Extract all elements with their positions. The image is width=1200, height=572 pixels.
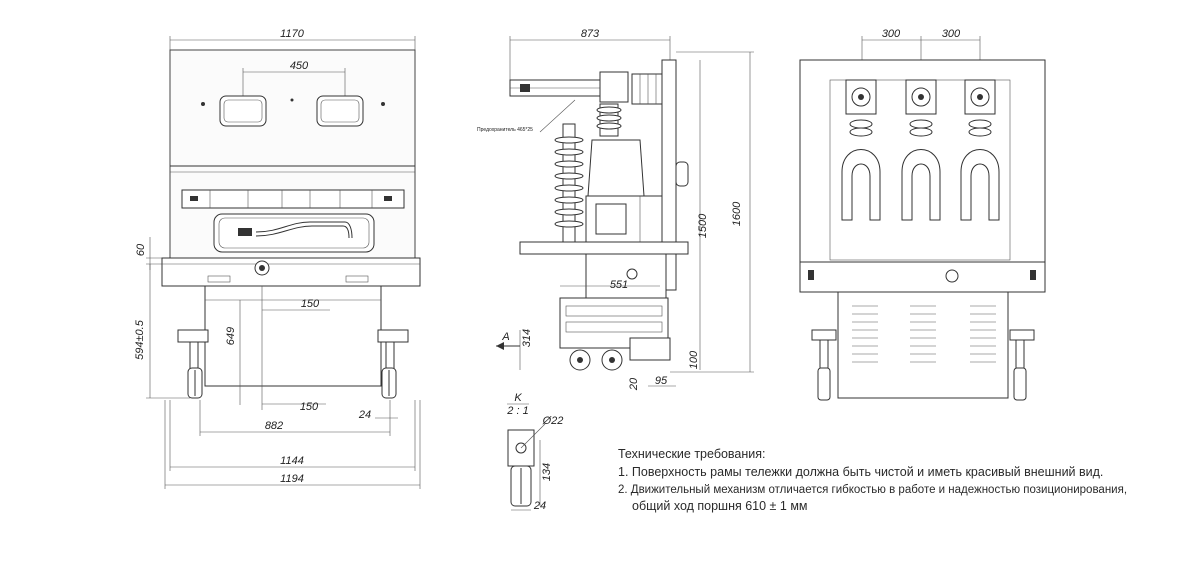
- view-arrow-label: A: [501, 331, 509, 343]
- dim-95: 95: [655, 375, 668, 387]
- wheel-right: [377, 329, 409, 399]
- dim-594: 594±0.5: [134, 319, 146, 360]
- dim-1500: 1500: [697, 213, 709, 238]
- contact-box: [631, 73, 663, 105]
- notes-heading: Технические требования:: [618, 447, 766, 461]
- dim-1600: 1600: [731, 201, 743, 226]
- inspection-window-right: [316, 95, 364, 127]
- phase-a: [841, 79, 881, 221]
- detail-view-k: K 2 : 1 Ø22 134 24: [506, 392, 563, 512]
- dim-phase-left: 300: [882, 28, 901, 40]
- dim-450: 450: [290, 60, 309, 72]
- dim-diameter: Ø22: [542, 415, 564, 427]
- dim-150-lower: 150: [300, 401, 319, 413]
- dim-60: 60: [135, 243, 147, 256]
- side-view: 873 Предохранитель 465*25: [477, 28, 754, 391]
- dim-detail-24: 24: [533, 500, 546, 512]
- label-strip: [181, 189, 405, 209]
- inspection-window-left: [219, 95, 267, 127]
- notes-item-2-cont: общий ход поршня 610 ± 1 мм: [632, 499, 808, 513]
- dim-20: 20: [628, 377, 640, 391]
- surge-arrester: [554, 123, 584, 247]
- notes-item-1: 1. Поверхность рамы тележки должна быть …: [618, 465, 1103, 479]
- mechanism-window: [213, 213, 375, 253]
- phase-c: [960, 79, 1000, 221]
- technical-notes: Технические требования: 1. Поверхность р…: [618, 447, 1127, 513]
- dim-1170: 1170: [280, 28, 305, 40]
- chassis-rail: [519, 241, 689, 255]
- dim-100: 100: [688, 350, 700, 369]
- handle: [675, 161, 689, 187]
- rear-wheel-left: [811, 329, 837, 401]
- dim-134: 134: [541, 463, 553, 481]
- rear-view: 300 300: [799, 28, 1046, 401]
- rear-chassis-bar: [799, 261, 1046, 293]
- notes-item-2: 2. Движительный механизм отличается гибк…: [618, 484, 1127, 496]
- dim-551: 551: [610, 279, 628, 291]
- dim-24: 24: [358, 409, 371, 421]
- detail-title: K: [514, 392, 522, 404]
- vent-grille: [852, 305, 996, 363]
- upper-bushing: [599, 71, 629, 103]
- front-view: 1170 450: [134, 28, 421, 489]
- dim-1194: 1194: [280, 473, 304, 485]
- arrester-label: Предохранитель 465*25: [477, 127, 533, 133]
- dim-649: 649: [225, 327, 237, 345]
- phase-b: [901, 79, 941, 221]
- wheel-left: [177, 329, 209, 399]
- vacuum-interrupter: [587, 139, 645, 197]
- lower-frame: [204, 285, 382, 387]
- chassis-frame: [161, 257, 421, 287]
- dim-150-upper: 150: [301, 298, 320, 310]
- insulator-upper: [596, 103, 622, 137]
- detail-scale: 2 : 1: [506, 405, 528, 417]
- dim-882: 882: [265, 420, 283, 432]
- dim-873: 873: [581, 28, 600, 40]
- dim-314: 314: [521, 329, 533, 347]
- dim-1144: 1144: [280, 455, 304, 467]
- dim-phase-right: 300: [942, 28, 961, 40]
- rear-lower-box: [837, 291, 1009, 399]
- rear-wheel-right: [1009, 329, 1035, 401]
